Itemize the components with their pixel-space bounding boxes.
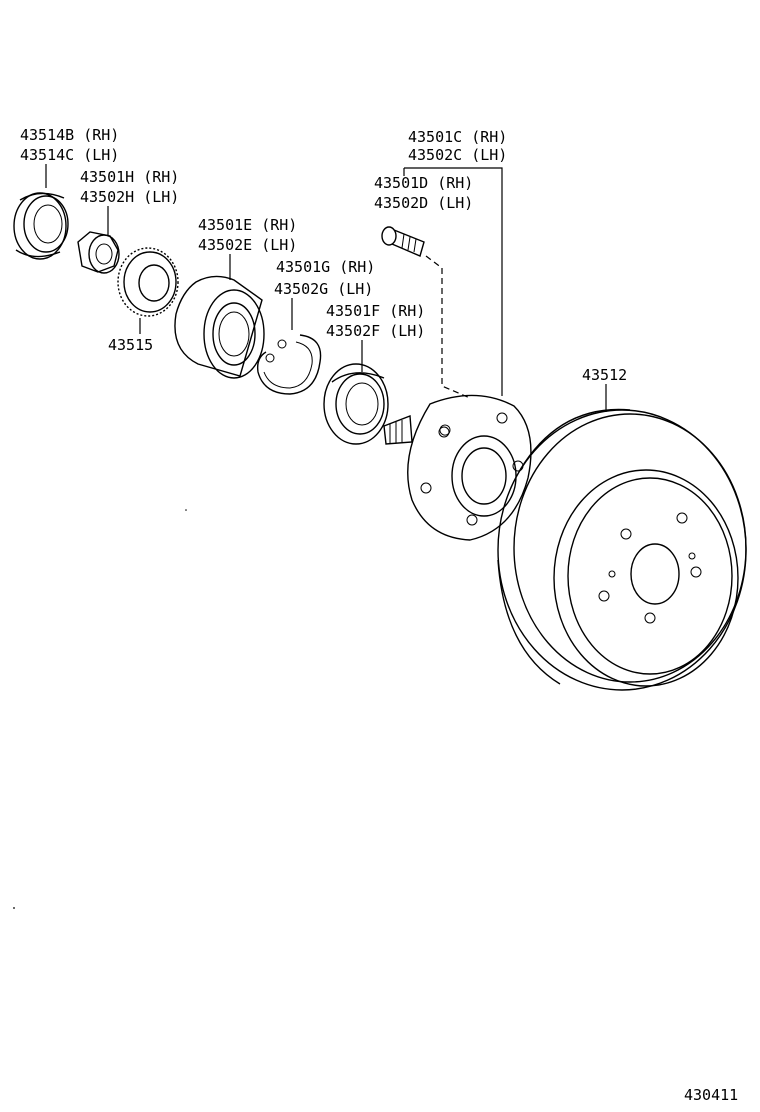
callout-43501g-line2: 43502G (LH): [274, 280, 373, 298]
callout-43514-line1: 43514B (RH): [20, 126, 119, 144]
callout-43515-line1: 43515: [108, 336, 153, 354]
hub-nut-part: [77, 231, 120, 274]
callout-43501h-line2: 43502H (LH): [80, 188, 179, 206]
callout-43501g: 43501G (RH) 43502G (LH): [274, 258, 375, 298]
callout-43501d: 43501D (RH) 43502D (LH): [374, 174, 473, 212]
axle-hub-part: [383, 394, 532, 541]
figure-code: 430411: [684, 1086, 738, 1104]
snap-ring-part: [256, 334, 322, 395]
callout-43512: 43512: [582, 366, 627, 384]
callout-43512-line1: 43512: [582, 366, 627, 384]
callout-43501h-line1: 43501H (RH): [80, 168, 179, 186]
callout-43514: 43514B (RH) 43514C (LH): [20, 126, 119, 164]
callout-43501e-line1: 43501E (RH): [198, 216, 297, 234]
oil-seal-part: [323, 363, 389, 445]
callout-43501d-line2: 43502D (LH): [374, 194, 473, 212]
callout-43501c-line2: 43502C (LH): [408, 146, 507, 164]
callout-43501d-line1: 43501D (RH): [374, 174, 473, 192]
callout-43501f-line1: 43501F (RH): [326, 302, 425, 320]
disc-rotor-part: [497, 408, 747, 691]
sensor-rotor-part: [117, 247, 179, 317]
scan-speck: [13, 907, 15, 909]
callout-43501f: 43501F (RH) 43502F (LH): [326, 302, 425, 340]
callout-43501c-line1: 43501C (RH): [408, 128, 507, 146]
callout-43501h: 43501H (RH) 43502H (LH): [80, 168, 179, 206]
leader-lines: [45, 164, 607, 412]
scan-speck: [185, 509, 187, 511]
hub-bearing-part: [174, 275, 265, 379]
callout-43501f-line2: 43502F (LH): [326, 322, 425, 340]
bolt-dashed-line: [425, 255, 471, 399]
callout-43514-line2: 43514C (LH): [20, 146, 119, 164]
callout-43515: 43515: [108, 336, 153, 354]
callout-43501g-line1: 43501G (RH): [276, 258, 375, 276]
callout-43501c: 43501C (RH) 43502C (LH): [408, 128, 507, 164]
hub-bolt-part: [381, 226, 425, 257]
callout-43501e-line2: 43502E (LH): [198, 236, 297, 254]
dust-deflector-part: [13, 192, 69, 260]
callout-43501e: 43501E (RH) 43502E (LH): [198, 216, 297, 254]
